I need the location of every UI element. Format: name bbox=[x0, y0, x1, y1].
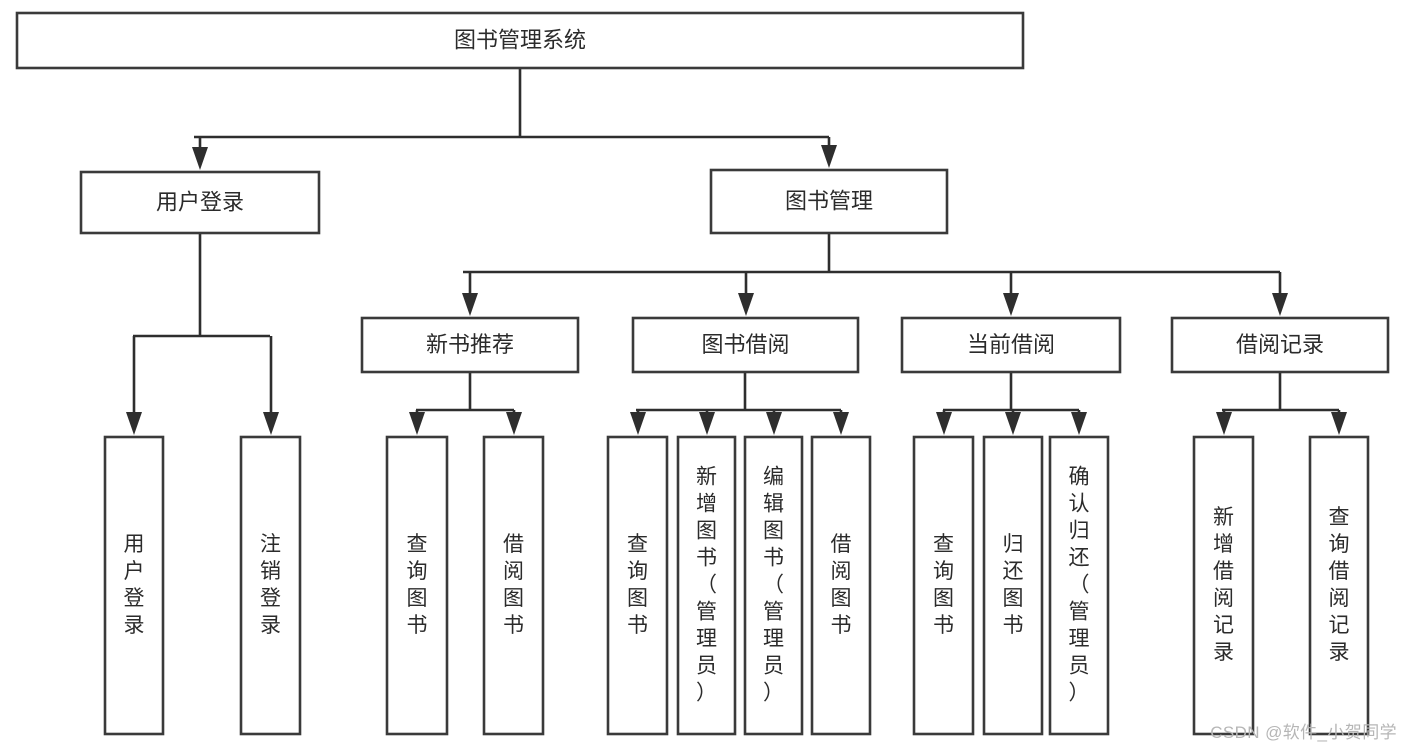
node-box-leaf-user-login[interactable] bbox=[103, 435, 165, 736]
arrow-head-icon bbox=[1003, 293, 1019, 316]
arrow-head-icon bbox=[821, 145, 837, 168]
node-label-borrow-record: 借阅记录 bbox=[1236, 332, 1324, 357]
node-leaf-add-record[interactable]: 新增借阅记录 bbox=[1192, 435, 1255, 736]
node-label-leaf-add-book: 新增图书（管理员） bbox=[696, 465, 717, 704]
arrow-head-icon bbox=[1005, 412, 1021, 435]
node-box-leaf-edit-book[interactable] bbox=[743, 435, 804, 736]
node-label-root: 图书管理系统 bbox=[454, 27, 586, 52]
arrow-head-icon bbox=[936, 412, 952, 435]
node-leaf-query-book-2[interactable]: 查询图书 bbox=[606, 435, 669, 736]
node-label-leaf-query-book-3: 查询图书 bbox=[933, 533, 954, 637]
node-book-manage[interactable]: 图书管理 bbox=[709, 168, 949, 235]
node-box-leaf-query-book-3[interactable] bbox=[912, 435, 975, 736]
node-label-leaf-user-login: 用户登录 bbox=[124, 533, 145, 637]
node-box-user-login[interactable] bbox=[79, 170, 321, 235]
node-label-leaf-query-book-2: 查询图书 bbox=[627, 533, 648, 637]
node-leaf-query-book-3[interactable]: 查询图书 bbox=[912, 435, 975, 736]
arrow-head-icon bbox=[833, 412, 849, 435]
node-borrow-record[interactable]: 借阅记录 bbox=[1170, 316, 1390, 374]
node-root[interactable]: 图书管理系统 bbox=[15, 11, 1025, 70]
node-box-leaf-borrow-book-2[interactable] bbox=[810, 435, 872, 736]
node-box-leaf-query-record[interactable] bbox=[1308, 435, 1370, 736]
node-box-current-borrow[interactable] bbox=[900, 316, 1122, 374]
node-label-leaf-borrow-book-1: 借阅图书 bbox=[503, 533, 524, 637]
arrow-head-icon bbox=[506, 412, 522, 435]
node-box-leaf-return-book[interactable] bbox=[982, 435, 1044, 736]
node-label-new-book-recommend: 新书推荐 bbox=[426, 332, 514, 357]
node-leaf-query-book-1[interactable]: 查询图书 bbox=[385, 435, 449, 736]
arrow-head-icon bbox=[1272, 293, 1288, 316]
node-leaf-user-logout[interactable]: 注销登录 bbox=[239, 435, 302, 736]
arrow-head-icon bbox=[263, 412, 279, 435]
node-label-leaf-edit-book: 编辑图书（管理员） bbox=[763, 465, 784, 704]
node-box-book-borrow[interactable] bbox=[631, 316, 860, 374]
arrow-head-icon bbox=[630, 412, 646, 435]
node-leaf-query-record[interactable]: 查询借阅记录 bbox=[1308, 435, 1370, 736]
node-box-leaf-query-book-2[interactable] bbox=[606, 435, 669, 736]
node-leaf-user-login[interactable]: 用户登录 bbox=[103, 435, 165, 736]
node-leaf-borrow-book-2[interactable]: 借阅图书 bbox=[810, 435, 872, 736]
arrow-head-icon bbox=[1071, 412, 1087, 435]
node-box-leaf-query-book-1[interactable] bbox=[385, 435, 449, 736]
node-label-book-borrow: 图书借阅 bbox=[701, 332, 789, 357]
node-box-root[interactable] bbox=[15, 11, 1025, 70]
arrow-head-icon bbox=[409, 412, 425, 435]
node-box-book-manage[interactable] bbox=[709, 168, 949, 235]
arrow-head-icon bbox=[1216, 412, 1232, 435]
node-book-borrow[interactable]: 图书借阅 bbox=[631, 316, 860, 374]
node-label-leaf-confirm-return: 确认归还（管理员） bbox=[1069, 465, 1090, 704]
arrow-head-icon bbox=[126, 412, 142, 435]
node-leaf-add-book[interactable]: 新增图书（管理员） bbox=[676, 435, 737, 736]
node-box-leaf-add-book[interactable] bbox=[676, 435, 737, 736]
edges-layer bbox=[126, 68, 1347, 435]
node-current-borrow[interactable]: 当前借阅 bbox=[900, 316, 1122, 374]
arrow-head-icon bbox=[462, 293, 478, 316]
node-leaf-borrow-book-1[interactable]: 借阅图书 bbox=[482, 435, 545, 736]
node-label-leaf-query-record: 查询借阅记录 bbox=[1329, 506, 1350, 664]
node-leaf-edit-book[interactable]: 编辑图书（管理员） bbox=[743, 435, 804, 736]
node-box-leaf-add-record[interactable] bbox=[1192, 435, 1255, 736]
arrow-head-icon bbox=[766, 412, 782, 435]
node-box-new-book-recommend[interactable] bbox=[360, 316, 580, 374]
node-label-leaf-return-book: 归还图书 bbox=[1003, 533, 1024, 637]
node-box-leaf-borrow-book-1[interactable] bbox=[482, 435, 545, 736]
arrow-head-icon bbox=[738, 293, 754, 316]
node-label-leaf-query-book-1: 查询图书 bbox=[407, 533, 428, 637]
node-box-borrow-record[interactable] bbox=[1170, 316, 1390, 374]
node-label-leaf-user-logout: 注销登录 bbox=[260, 533, 281, 637]
nodes-layer: 图书管理系统用户登录图书管理新书推荐图书借阅当前借阅借阅记录用户登录注销登录查询… bbox=[15, 11, 1390, 736]
node-leaf-return-book[interactable]: 归还图书 bbox=[982, 435, 1044, 736]
arrow-head-icon bbox=[192, 147, 208, 170]
node-label-leaf-add-record: 新增借阅记录 bbox=[1213, 506, 1234, 664]
node-box-leaf-user-logout[interactable] bbox=[239, 435, 302, 736]
node-label-user-login: 用户登录 bbox=[156, 189, 244, 214]
arrow-head-icon bbox=[699, 412, 715, 435]
arrow-head-icon bbox=[1331, 412, 1347, 435]
node-box-leaf-confirm-return[interactable] bbox=[1048, 435, 1110, 736]
node-label-leaf-borrow-book-2: 借阅图书 bbox=[831, 533, 852, 637]
node-label-current-borrow: 当前借阅 bbox=[967, 332, 1055, 357]
node-user-login[interactable]: 用户登录 bbox=[79, 170, 321, 235]
node-leaf-confirm-return[interactable]: 确认归还（管理员） bbox=[1048, 435, 1110, 736]
node-new-book-recommend[interactable]: 新书推荐 bbox=[360, 316, 580, 374]
node-label-book-manage: 图书管理 bbox=[785, 188, 873, 213]
